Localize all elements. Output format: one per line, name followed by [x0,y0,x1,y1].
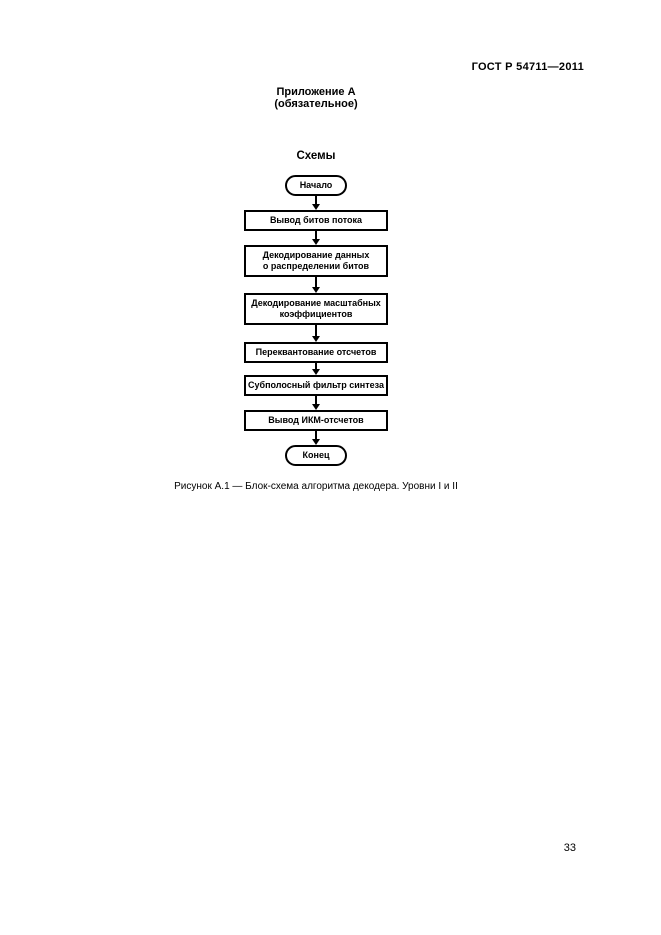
flowchart-process-pcm-output: Вывод ИКМ-отсчетов [244,410,388,431]
flow-arrow-down-icon [311,431,321,445]
flow-arrow-down-icon [311,231,321,245]
flowchart-process-bit-allocation-decoding: Декодирование данных о распределении бит… [244,245,388,277]
flowchart-process-scalefactor-decoding: Декодирование масштабных коэффициентов [244,293,388,325]
flowchart-process-requantization: Переквантование отсчетов [244,342,388,363]
section-title: Схемы [296,150,336,162]
flow-arrow-down-icon [311,196,321,210]
standard-code-header: ГОСТ Р 54711—2011 [471,61,584,73]
appendix-heading: Приложение А (обязательное) [0,86,632,110]
flowchart-terminal-start: Начало [285,175,347,196]
decoder-flowchart: Начало Вывод битов потока Декодирование … [244,175,388,466]
flowchart-process-bitstream-output: Вывод битов потока [244,210,388,231]
flow-arrow-down-icon [311,277,321,293]
flowchart-process-subband-synthesis-filter: Субполосный фильтр синтеза [244,375,388,396]
figure-caption: Рисунок А.1 — Блок-схема алгоритма декод… [174,481,458,492]
page-number: 33 [563,842,576,854]
flow-arrow-down-icon [311,363,321,375]
appendix-subtitle: (обязательное) [274,98,358,110]
flow-arrow-down-icon [311,325,321,342]
flowchart-terminal-end: Конец [285,445,347,466]
appendix-title: Приложение А [276,86,356,98]
flow-arrow-down-icon [311,396,321,410]
